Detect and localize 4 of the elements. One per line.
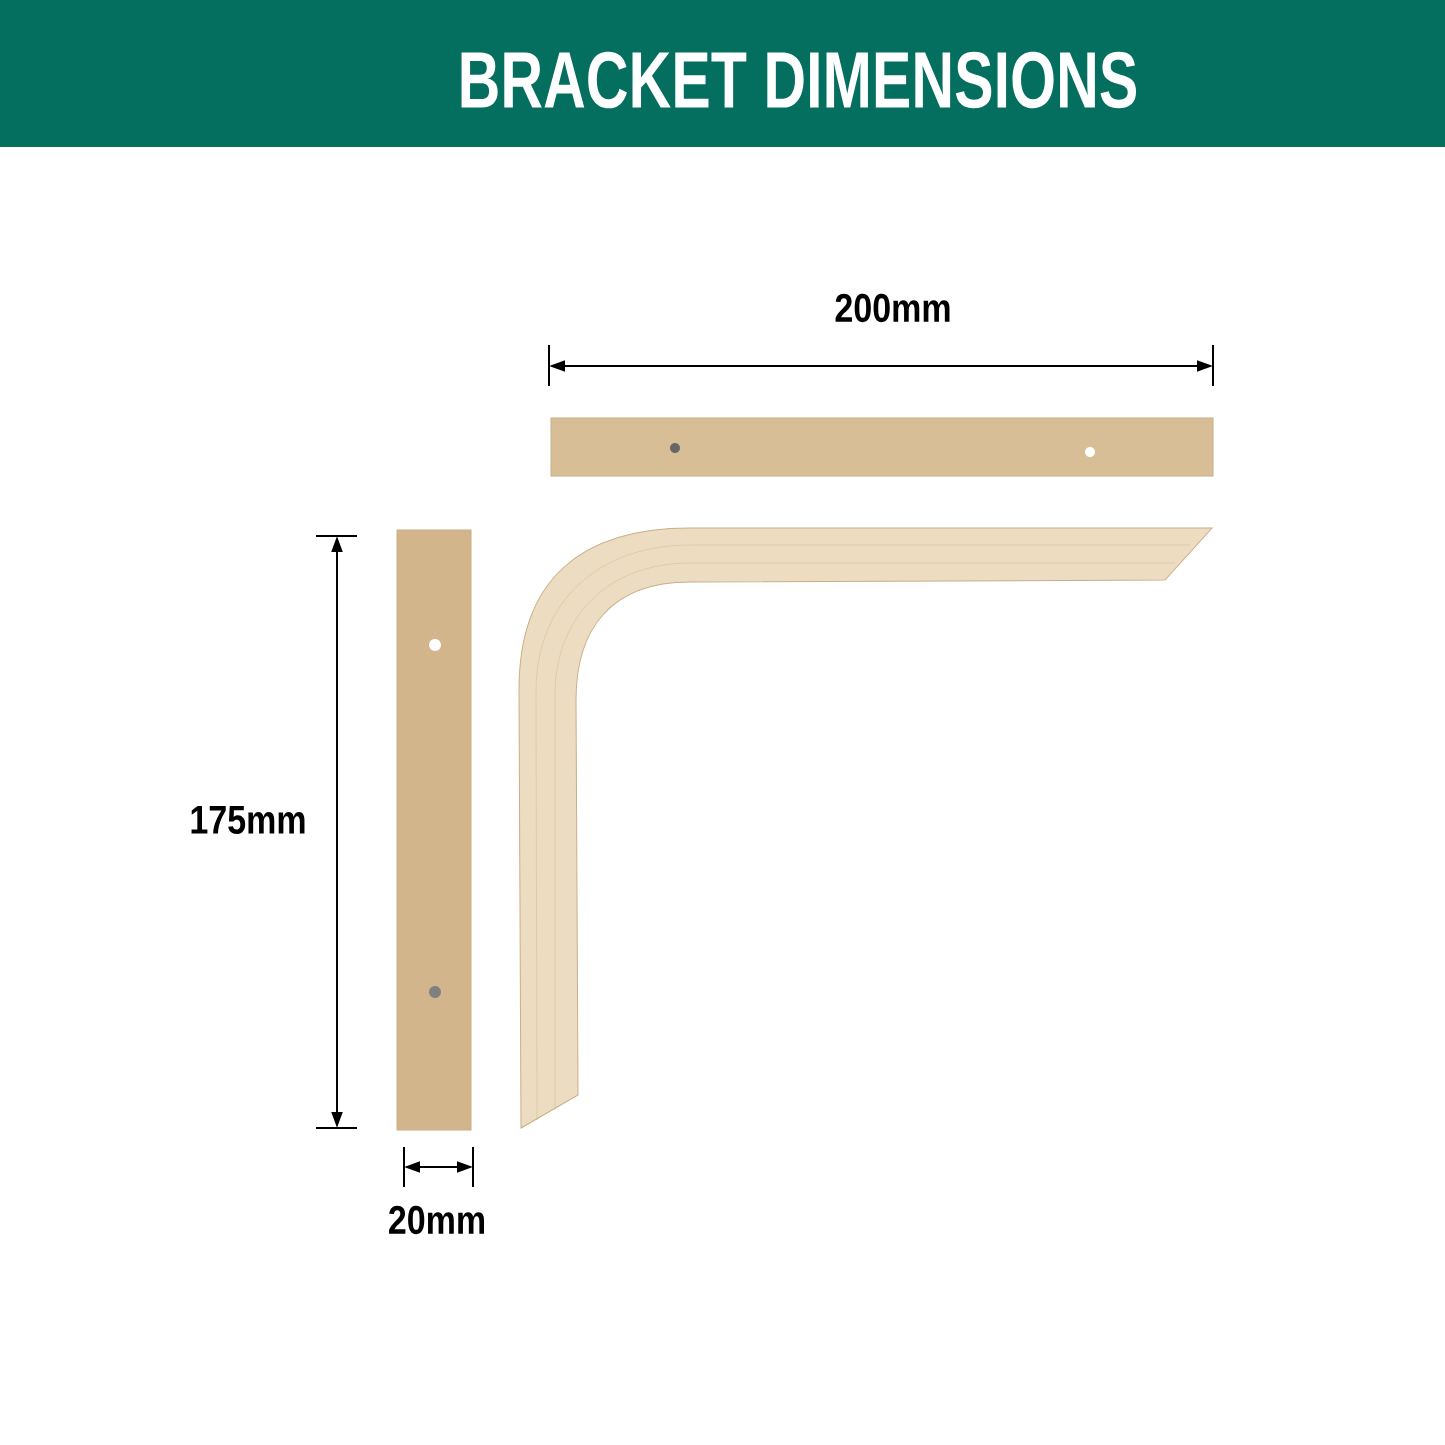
dimension-label: 200mm (835, 293, 950, 323)
dimension-label: 175mm (191, 806, 305, 834)
dimension-label: 20mm (389, 1205, 484, 1235)
title: BRACKET DIMENSIONS (461, 51, 1136, 109)
